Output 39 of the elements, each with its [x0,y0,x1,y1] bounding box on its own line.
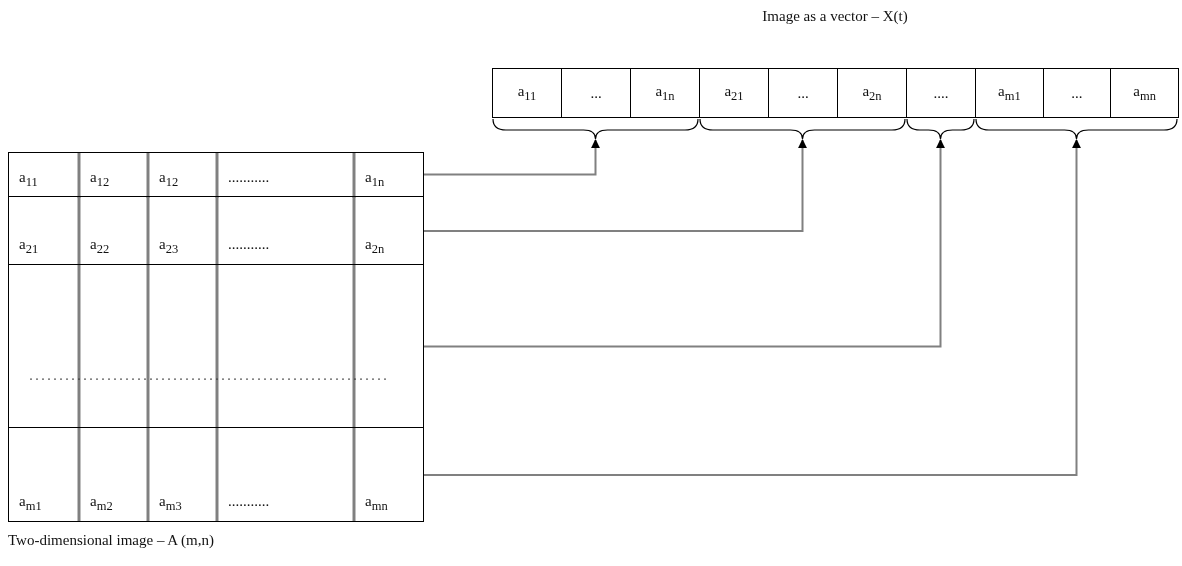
matrix-caption: Two-dimensional image – A (m,n) [8,532,214,549]
vector-entry: a$_{mn}$ [1110,68,1179,118]
matrix-entry: a$_{12}$ [90,168,110,191]
matrix-row [8,195,424,265]
matrix-entry: a$_{2n}$ [365,234,385,258]
arrow [423,139,945,348]
vector-segment [492,68,699,140]
vector-entry: a$_{2n}$ [837,68,907,118]
matrix-entry: a$_{1n}$ [365,168,385,191]
vector-entry: a$_{11}$ [492,68,562,118]
matrix-entry: ........... [228,234,270,253]
matrix-entry: a$_{m3}$ [159,491,182,515]
matrix-entry: ........... [228,491,270,510]
matrix-entry: a$_{23}$ [159,234,179,258]
matrix-entry: a$_{21}$ [19,234,39,258]
matrix-row [8,426,424,522]
matrix-entry: a$_{mn}$ [365,491,388,515]
matrix-entry: a$_{m2}$ [90,491,113,515]
arrow [423,139,600,176]
arrow [423,139,1081,476]
matrix-entry: a$_{11}$ [19,168,38,191]
matrix-entry: a$_{22}$ [90,234,110,258]
vector-entry: ... [768,68,838,118]
vector-entry: .... [906,68,976,118]
vector-entry: a$_{21}$ [699,68,769,118]
vector-title: Image as a vector – X(t) [762,8,908,25]
matrix-entry: a$_{12}$ [159,168,179,191]
vector-segment [906,68,975,140]
vector-segment [699,68,906,140]
matrix-entry: ........... [228,168,270,186]
vector-entry: a$_{1n}$ [630,68,700,118]
matrix-row [8,152,424,197]
vector-segment [975,68,1178,140]
vector-entry: ... [1042,68,1112,118]
vector-entry: ... [561,68,631,118]
vector-entry: a$_{m1}$ [975,68,1044,118]
matrix-entry: a$_{m1}$ [19,491,42,515]
arrow [423,139,807,232]
matrix-row [8,263,424,428]
